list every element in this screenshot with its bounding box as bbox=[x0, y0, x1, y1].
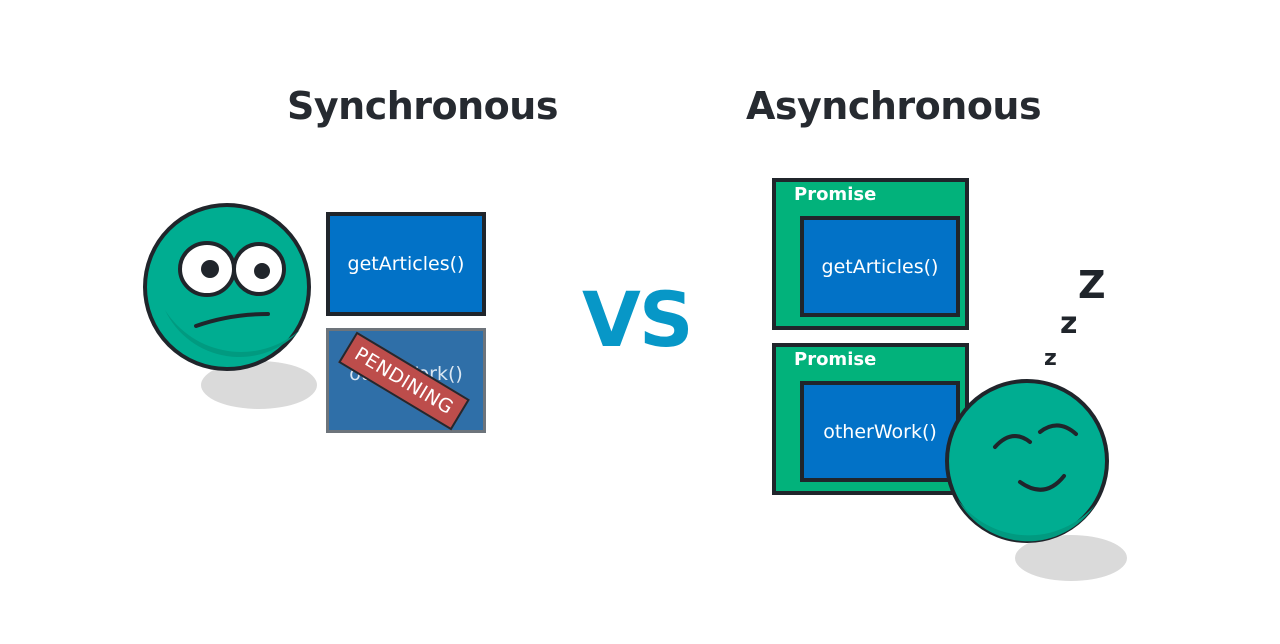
versus-label: VS bbox=[582, 275, 694, 364]
function-label: getArticles() bbox=[821, 255, 939, 278]
promise-label: Promise bbox=[794, 349, 877, 370]
function-label: getArticles() bbox=[347, 253, 465, 275]
asynchronous-title: Asynchronous bbox=[746, 84, 1042, 128]
sleep-letter-small: z bbox=[1044, 346, 1057, 371]
async-other-work-box: otherWork() bbox=[800, 381, 960, 482]
worried-face-icon bbox=[143, 203, 311, 371]
promise-box: Promise otherWork() bbox=[772, 343, 969, 495]
function-label: otherWork() bbox=[823, 420, 937, 443]
sync-get-articles-box: getArticles() bbox=[326, 212, 486, 316]
sleep-letter-medium: z bbox=[1060, 306, 1078, 341]
sleepy-face-shadow bbox=[1015, 535, 1127, 581]
synchronous-title: Synchronous bbox=[287, 84, 558, 128]
promise-box: Promise getArticles() bbox=[772, 178, 969, 330]
async-get-articles-box: getArticles() bbox=[800, 216, 960, 317]
promise-label: Promise bbox=[794, 184, 877, 205]
sleep-letter-large: Z bbox=[1078, 263, 1106, 307]
worried-face-shadow bbox=[201, 361, 317, 409]
